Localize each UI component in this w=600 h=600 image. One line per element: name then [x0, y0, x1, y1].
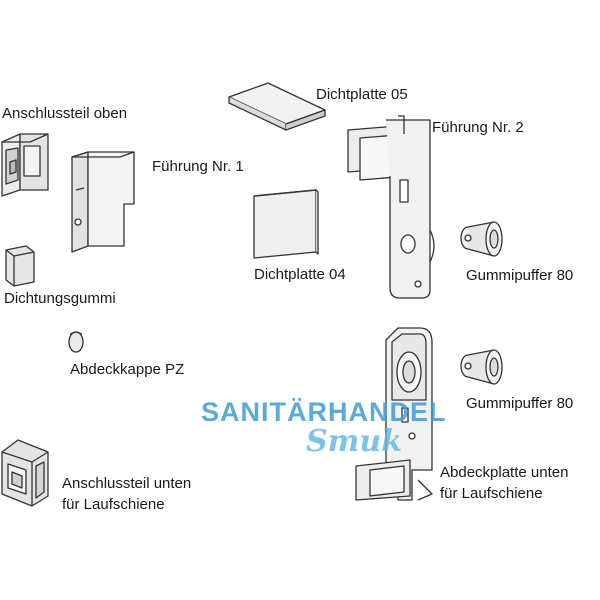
abdeckplatte-unten-drawing [355, 327, 433, 501]
dichtplatte-04-drawing [253, 189, 319, 259]
label-anschlussteil-unten-line1: Anschlussteil unten [62, 475, 192, 492]
watermark-line1: SANITÄRHANDEL [201, 397, 447, 427]
label-gummipuffer-80-bottom: Gummipuffer 80 [466, 395, 574, 412]
dichtungsgummi-drawing [5, 245, 35, 287]
label-dichtplatte-05: Dichtplatte 05 [316, 86, 408, 103]
gummipuffer-80-bottom-drawing [460, 349, 503, 385]
fuehrung-nr1-drawing [71, 151, 135, 253]
label-fuehrung-nr-1: Führung Nr. 1 [152, 158, 244, 175]
fuehrung-nr2-drawing [347, 115, 435, 299]
watermark-line2: Smuk [306, 424, 403, 459]
label-anschlussteil-oben: Anschlussteil oben [2, 105, 128, 122]
dichtplatte-05-drawing [228, 82, 326, 131]
anschlussteil-oben-drawing [1, 133, 49, 197]
abdeckkappe-pz-drawing [68, 331, 84, 353]
label-gummipuffer-80-top: Gummipuffer 80 [466, 267, 574, 284]
label-abdeckplatte-unten-line1: Abdeckplatte unten [440, 464, 569, 481]
label-abdeckplatte-unten-line2: für Laufschiene [440, 485, 543, 502]
label-dichtplatte-04: Dichtplatte 04 [254, 266, 346, 283]
anschlussteil-unten-drawing [1, 439, 49, 507]
label-abdeckkappe-pz: Abdeckkappe PZ [70, 361, 185, 378]
label-dichtungsgummi: Dichtungsgummi [4, 290, 116, 307]
label-anschlussteil-unten-line2: für Laufschiene [62, 496, 165, 513]
gummipuffer-80-top-drawing [460, 221, 503, 257]
label-fuehrung-nr-2: Führung Nr. 2 [432, 119, 524, 136]
